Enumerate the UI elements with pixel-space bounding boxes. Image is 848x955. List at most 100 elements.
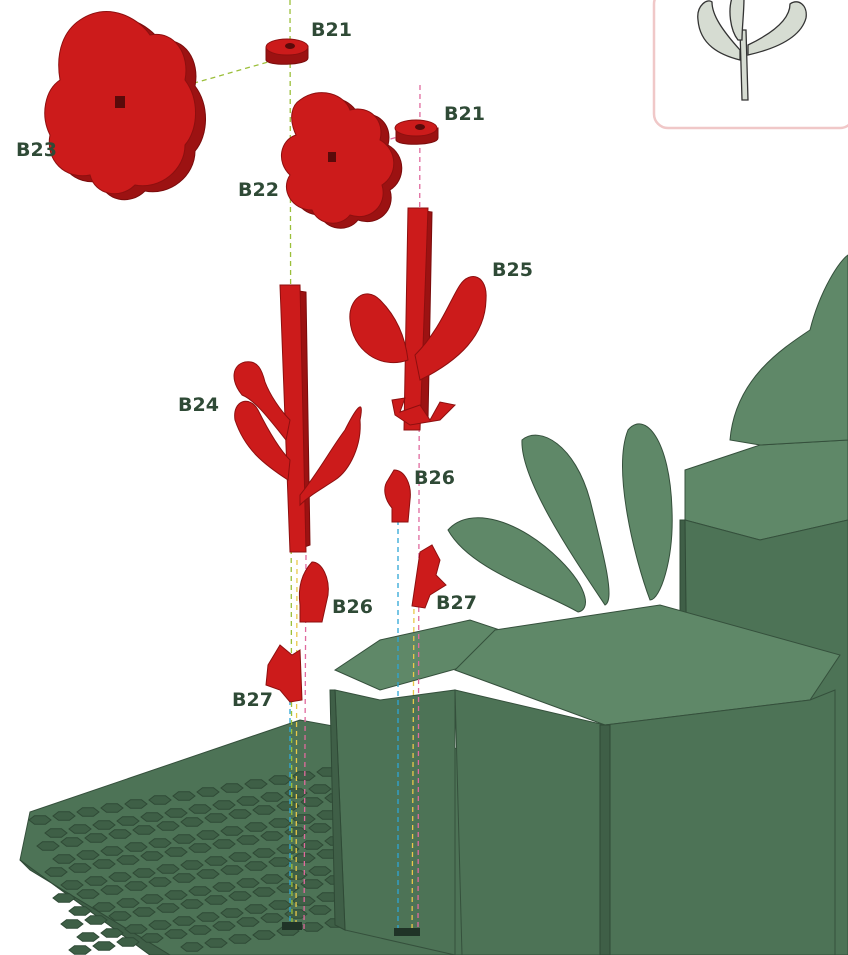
honeycomb-hole [93,903,115,912]
label-b24: B24 [178,394,219,416]
honeycomb-hole [93,860,115,869]
honeycomb-hole [197,788,219,797]
honeycomb-hole [253,806,275,815]
honeycomb-hole [181,818,203,827]
honeycomb-hole [77,890,99,899]
honeycomb-hole [237,797,259,806]
honeycomb-hole [221,909,243,918]
honeycomb-hole [197,831,219,840]
honeycomb-hole [309,906,331,915]
honeycomb-hole [181,900,203,909]
honeycomb-hole [149,796,171,805]
honeycomb-hole [245,905,267,914]
honeycomb-hole [133,869,155,878]
honeycomb-hole [53,894,75,903]
honeycomb-hole [133,908,155,917]
label-b21-right: B21 [444,103,485,125]
label-b26-left: B26 [332,596,373,618]
label-b26-right: B26 [414,467,455,489]
honeycomb-hole [117,856,139,865]
honeycomb-hole [197,870,219,879]
honeycomb-hole [125,843,147,852]
honeycomb-hole [117,938,139,947]
honeycomb-hole [85,834,107,843]
honeycomb-hole [85,916,107,925]
honeycomb-hole [125,800,147,809]
honeycomb-hole [205,814,227,823]
honeycomb-hole [45,868,67,877]
honeycomb-hole [61,881,83,890]
honeycomb-hole [109,912,131,921]
honeycomb-hole [141,895,163,904]
honeycomb-hole [221,866,243,875]
honeycomb-hole [269,901,291,910]
part-b21-connector-top [266,39,308,64]
honeycomb-hole [221,784,243,793]
honeycomb-hole [253,888,275,897]
honeycomb-hole [77,851,99,860]
label-b27-left: B27 [232,689,273,711]
honeycomb-hole [165,930,187,939]
honeycomb-hole [181,943,203,952]
honeycomb-hole [165,891,187,900]
label-b25: B25 [492,259,533,281]
honeycomb-hole [133,826,155,835]
honeycomb-hole [309,785,331,794]
honeycomb-hole [213,840,235,849]
part-b26-right [385,470,411,522]
honeycomb-hole [229,853,251,862]
part-b22-flower-small [281,93,401,229]
part-b24-stem [234,285,361,552]
honeycomb-hole [205,896,227,905]
label-b27-right: B27 [436,592,477,614]
honeycomb-hole [69,825,91,834]
honeycomb-hole [101,929,123,938]
base-slot-right [394,928,420,936]
honeycomb-hole [45,829,67,838]
honeycomb-hole [157,904,179,913]
honeycomb-hole [29,816,51,825]
honeycomb-hole [173,792,195,801]
part-b23-flower-large [45,12,206,200]
honeycomb-hole [165,809,187,818]
honeycomb-hole [269,858,291,867]
honeycomb-hole [85,877,107,886]
honeycomb-hole [245,823,267,832]
honeycomb-hole [53,812,75,821]
honeycomb-hole [53,855,75,864]
honeycomb-hole [205,857,227,866]
honeycomb-hole [205,939,227,948]
honeycomb-hole [165,848,187,857]
honeycomb-hole [245,862,267,871]
honeycomb-hole [69,946,91,955]
honeycomb-hole [261,832,283,841]
inset-preview [654,0,848,128]
honeycomb-hole [189,844,211,853]
honeycomb-hole [189,926,211,935]
honeycomb-hole [261,914,283,923]
honeycomb-hole [197,913,219,922]
label-b21-top: B21 [311,19,352,41]
honeycomb-hole [77,808,99,817]
honeycomb-hole [309,824,331,833]
honeycomb-hole [109,873,131,882]
honeycomb-hole [253,849,275,858]
honeycomb-hole [261,793,283,802]
honeycomb-hole [189,805,211,814]
honeycomb-hole [221,827,243,836]
honeycomb-hole [117,817,139,826]
honeycomb-hole [181,861,203,870]
honeycomb-hole [213,801,235,810]
honeycomb-hole [173,835,195,844]
honeycomb-hole [269,776,291,785]
honeycomb-hole [157,865,179,874]
honeycomb-hole [229,935,251,944]
label-b22: B22 [238,179,279,201]
honeycomb-hole [93,942,115,951]
honeycomb-hole [77,933,99,942]
honeycomb-hole [93,821,115,830]
honeycomb-hole [237,879,259,888]
honeycomb-hole [101,847,123,856]
honeycomb-hole [269,819,291,828]
